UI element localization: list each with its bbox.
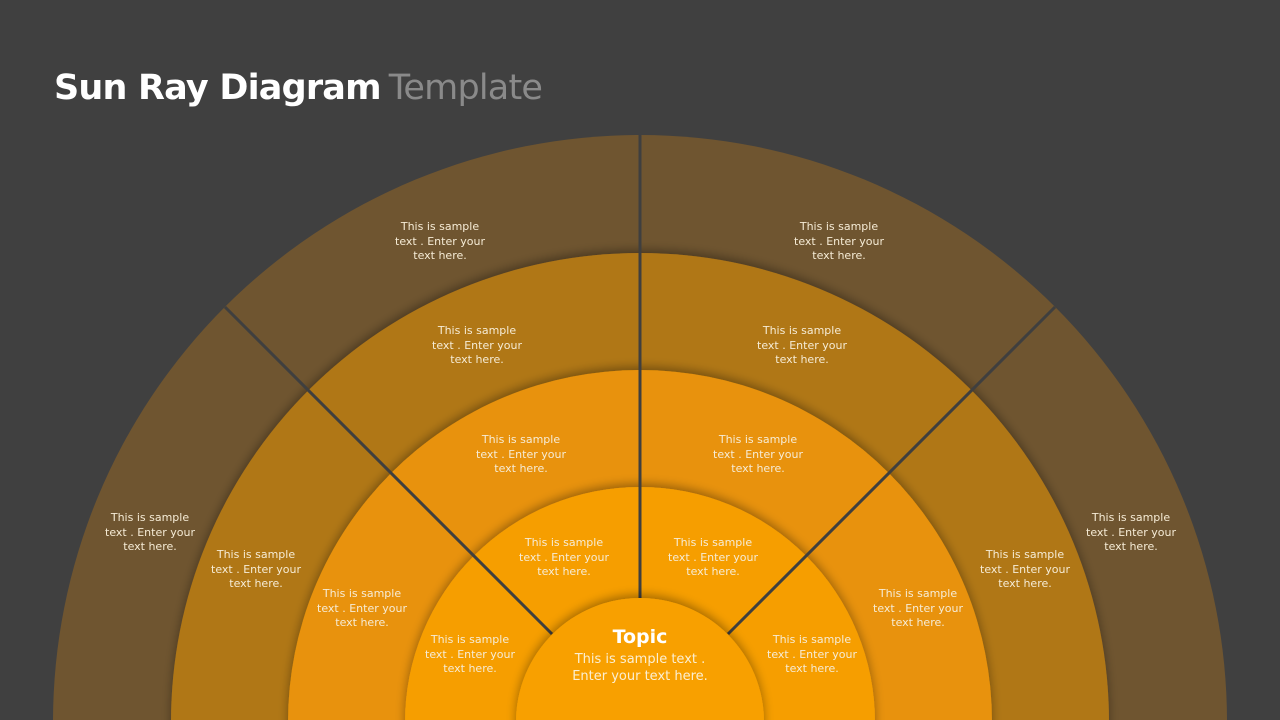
text-line: text here.	[123, 540, 177, 553]
text-line: This is sample	[110, 511, 190, 524]
title-main: Sun Ray Diagram	[54, 68, 382, 108]
text-line: text here.	[731, 462, 785, 475]
topic-line-1: This is sample text .	[574, 652, 706, 667]
ray-line-right	[726, 305, 1057, 636]
text-line: text here.	[494, 462, 548, 475]
text-line: text here.	[891, 616, 945, 629]
title-accent: Template	[388, 68, 543, 108]
text-line: text . Enter your	[395, 234, 485, 248]
text-line: text . Enter your	[767, 647, 857, 661]
text-line: This is sample	[985, 548, 1065, 561]
text-line: This is sample	[400, 220, 480, 233]
text-line: text here.	[998, 577, 1052, 590]
text-line: text here.	[450, 353, 504, 366]
text-line: This is sample	[878, 587, 958, 600]
topic-title: Topic	[612, 626, 668, 648]
text-line: This is sample	[762, 324, 842, 337]
text-line: text here.	[413, 249, 467, 262]
text-line: text here.	[785, 662, 839, 675]
text-line: This is sample	[799, 220, 879, 233]
text-line: text here.	[686, 565, 740, 578]
text-line: text here.	[335, 616, 389, 629]
text-line: This is sample	[772, 633, 852, 646]
text-line: text . Enter your	[873, 601, 963, 615]
text-line: text . Enter your	[425, 647, 515, 661]
text-line: text here.	[443, 662, 497, 675]
text-line: text . Enter your	[317, 601, 407, 615]
text-line: text . Enter your	[980, 562, 1070, 576]
text-line: text . Enter your	[713, 447, 803, 461]
text-line: text . Enter your	[668, 550, 758, 564]
text-line: text . Enter your	[794, 234, 884, 248]
center-topic: Topic This is sample text . Enter your t…	[540, 0, 740, 685]
topic-line-2: Enter your text here.	[572, 669, 708, 684]
text-line: text . Enter your	[476, 447, 566, 461]
text-line: text . Enter your	[519, 550, 609, 564]
text-line: text . Enter your	[1086, 525, 1176, 539]
text-line: text . Enter your	[211, 562, 301, 576]
text-line: This is sample	[1091, 511, 1171, 524]
text-line: text here.	[1104, 540, 1158, 553]
center-circle	[516, 598, 764, 720]
text-line: text here.	[537, 565, 591, 578]
text-line: This is sample	[437, 324, 517, 337]
text-line: This is sample	[322, 587, 402, 600]
text-line: This is sample	[673, 536, 753, 549]
text-line: text . Enter your	[105, 525, 195, 539]
text-line: text . Enter your	[757, 338, 847, 352]
ray-line-left	[223, 305, 554, 636]
text-line: text here.	[775, 353, 829, 366]
ray-lines	[223, 135, 1057, 636]
text-line: This is sample	[481, 433, 561, 446]
text-line: text . Enter your	[432, 338, 522, 352]
text-line: text here.	[812, 249, 866, 262]
text-line: This is sample	[216, 548, 296, 561]
text-line: This is sample	[718, 433, 798, 446]
text-line: text here.	[229, 577, 283, 590]
text-line: This is sample	[524, 536, 604, 549]
text-line: This is sample	[430, 633, 510, 646]
